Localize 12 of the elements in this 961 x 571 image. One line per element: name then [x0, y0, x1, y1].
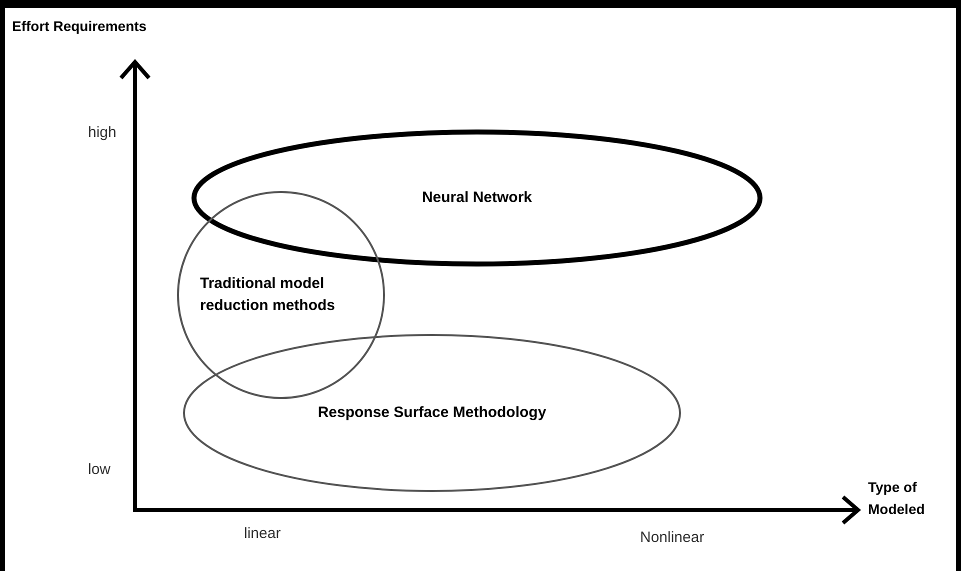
ellipse-shape [189, 127, 765, 269]
axis-label: Nonlinear [640, 528, 704, 548]
axis-label: Type of Modeled [868, 478, 926, 519]
shape-label: Response Surface Methodology [318, 403, 546, 423]
axis-label: high [88, 123, 116, 143]
axis-label: low [88, 460, 111, 480]
shape-label: Neural Network [422, 188, 532, 208]
shape-label: Traditional model reduction methods [200, 274, 336, 316]
axis-label: Effort Requirements [12, 17, 147, 36]
axis-label: linear [244, 524, 281, 544]
ellipse-shape [182, 333, 682, 493]
ellipse-shape [176, 190, 386, 400]
